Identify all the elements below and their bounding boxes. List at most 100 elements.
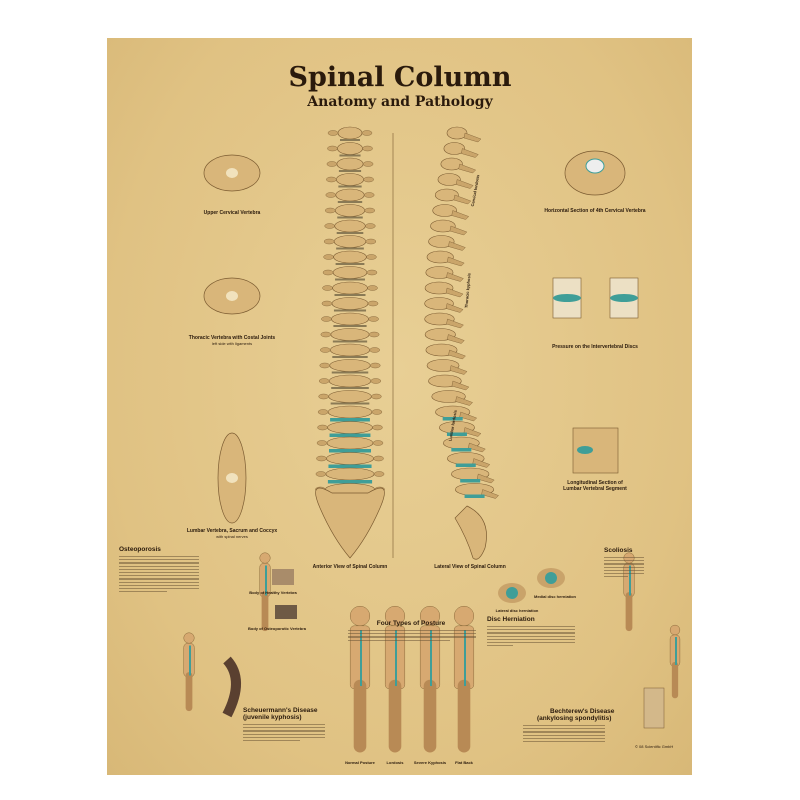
caption-lateral-disc: Lateral disc herniation (495, 608, 539, 613)
herniated-disc (545, 572, 557, 584)
transverse-process (326, 161, 338, 167)
intervertebral-disc (329, 433, 371, 437)
vertebra (332, 281, 368, 295)
intervertebral-disc (331, 371, 369, 374)
transverse-process (368, 331, 380, 338)
intervertebral-disc (338, 170, 362, 172)
poster: Spinal Column Anatomy and Pathology Uppe… (107, 38, 692, 775)
heading-osteoporosis: Osteoporosis (119, 546, 161, 553)
vertebra (337, 126, 363, 140)
posture-label: Lordosis (386, 760, 404, 765)
poster-title: Spinal Column (288, 62, 512, 93)
transverse-process (321, 316, 332, 322)
intervertebral-disc (451, 448, 472, 452)
posture-label: Severe Kyphosis (413, 760, 447, 765)
spinous-process (463, 132, 482, 143)
transverse-process (324, 223, 335, 229)
intervertebral-disc (340, 139, 360, 141)
intervertebral-disc (335, 278, 365, 281)
intervertebral-disc (330, 418, 370, 422)
spinal-cord (585, 158, 605, 174)
vertebra (425, 266, 454, 279)
posture-figure-head (453, 605, 475, 627)
posture-label: Normal Posture (345, 760, 375, 765)
vertebral-foramen (226, 168, 238, 178)
vertebra (332, 266, 368, 279)
vertebra (446, 126, 468, 140)
transverse-process (327, 145, 338, 152)
transverse-process (372, 424, 383, 431)
transverse-process (370, 362, 381, 369)
transverse-process (327, 130, 339, 136)
disc-nucleus (577, 446, 593, 454)
transverse-process (362, 145, 373, 152)
spinous-process (448, 349, 466, 360)
transverse-process (320, 331, 332, 338)
transverse-process (323, 254, 334, 260)
scheuermann-figure-head (183, 632, 195, 644)
spinous-process (472, 458, 491, 468)
transverse-process (364, 192, 375, 198)
sacrum-lateral (454, 505, 487, 560)
transverse-process (325, 207, 336, 214)
intervertebral-disc (446, 432, 467, 436)
vertebra (432, 204, 458, 217)
vertebral-foramen (226, 291, 238, 301)
intervertebral-disc (333, 325, 367, 327)
vertebra (336, 157, 364, 171)
poster-subtitle: Anatomy and Pathology (307, 94, 493, 110)
vertebra (333, 250, 367, 264)
intervertebral-disc (339, 154, 361, 157)
vertebra (335, 188, 365, 202)
caption-anterior: Anterior View of Spinal Column (312, 564, 388, 570)
intervertebral-disc (334, 294, 366, 296)
transverse-process (326, 176, 337, 183)
spinous-process (476, 473, 495, 484)
spinous-process (451, 380, 470, 391)
transverse-process (316, 440, 328, 446)
vertebra (337, 142, 363, 155)
vertebra (443, 142, 466, 155)
spinous-process (446, 256, 465, 267)
intervertebral-disc (460, 479, 481, 483)
intervertebral-disc (455, 463, 476, 467)
spinous-process (455, 396, 473, 406)
heading-scheuermann: Scheuermann's Disease (243, 707, 318, 714)
intervertebral-disc (336, 232, 364, 234)
spinous-process (461, 148, 479, 158)
spinous-process (447, 334, 465, 344)
transverse-process (371, 393, 382, 400)
caption-horizontal: Horizontal Section of 4th Cervical Verte… (544, 208, 646, 214)
vertebra (328, 390, 372, 403)
intervertebral-disc (333, 309, 367, 312)
intervertebral-disc (442, 417, 463, 421)
caption-osteoporotic-vertebra: Body of Osteoporotic Vertebra (247, 626, 307, 631)
spinous-process (468, 442, 486, 453)
transverse-process (368, 316, 379, 322)
caption-healthy-vertebra: Body of Healthy Vertebra (249, 590, 297, 595)
caption-lumbar-sub: with spinal nerves (216, 534, 248, 539)
intervertebral-disc (332, 356, 368, 358)
transverse-process (367, 285, 378, 291)
transverse-process (320, 347, 331, 353)
vertebra (326, 452, 374, 465)
spinous-process (449, 365, 468, 375)
vertebra (329, 359, 371, 372)
disc-nucleus (610, 294, 638, 302)
transverse-process (361, 130, 373, 136)
transverse-process (366, 269, 378, 276)
heading-scheuermann-sub: (juvenile kyphosis) (243, 714, 302, 721)
vertebra (336, 173, 364, 186)
vertebra (331, 312, 369, 326)
vertebra (334, 219, 366, 233)
transverse-process (365, 238, 377, 245)
vertebra (328, 374, 372, 388)
spinous-process (445, 287, 464, 298)
transverse-process (325, 192, 337, 198)
spinous-process (451, 210, 470, 220)
transverse-process (373, 455, 384, 462)
transverse-process (367, 300, 379, 307)
spinous-process (449, 225, 468, 236)
healthy-vertebra (272, 569, 294, 585)
caption-longitudinal-2: Lumbar Vertebral Segment (563, 486, 627, 492)
